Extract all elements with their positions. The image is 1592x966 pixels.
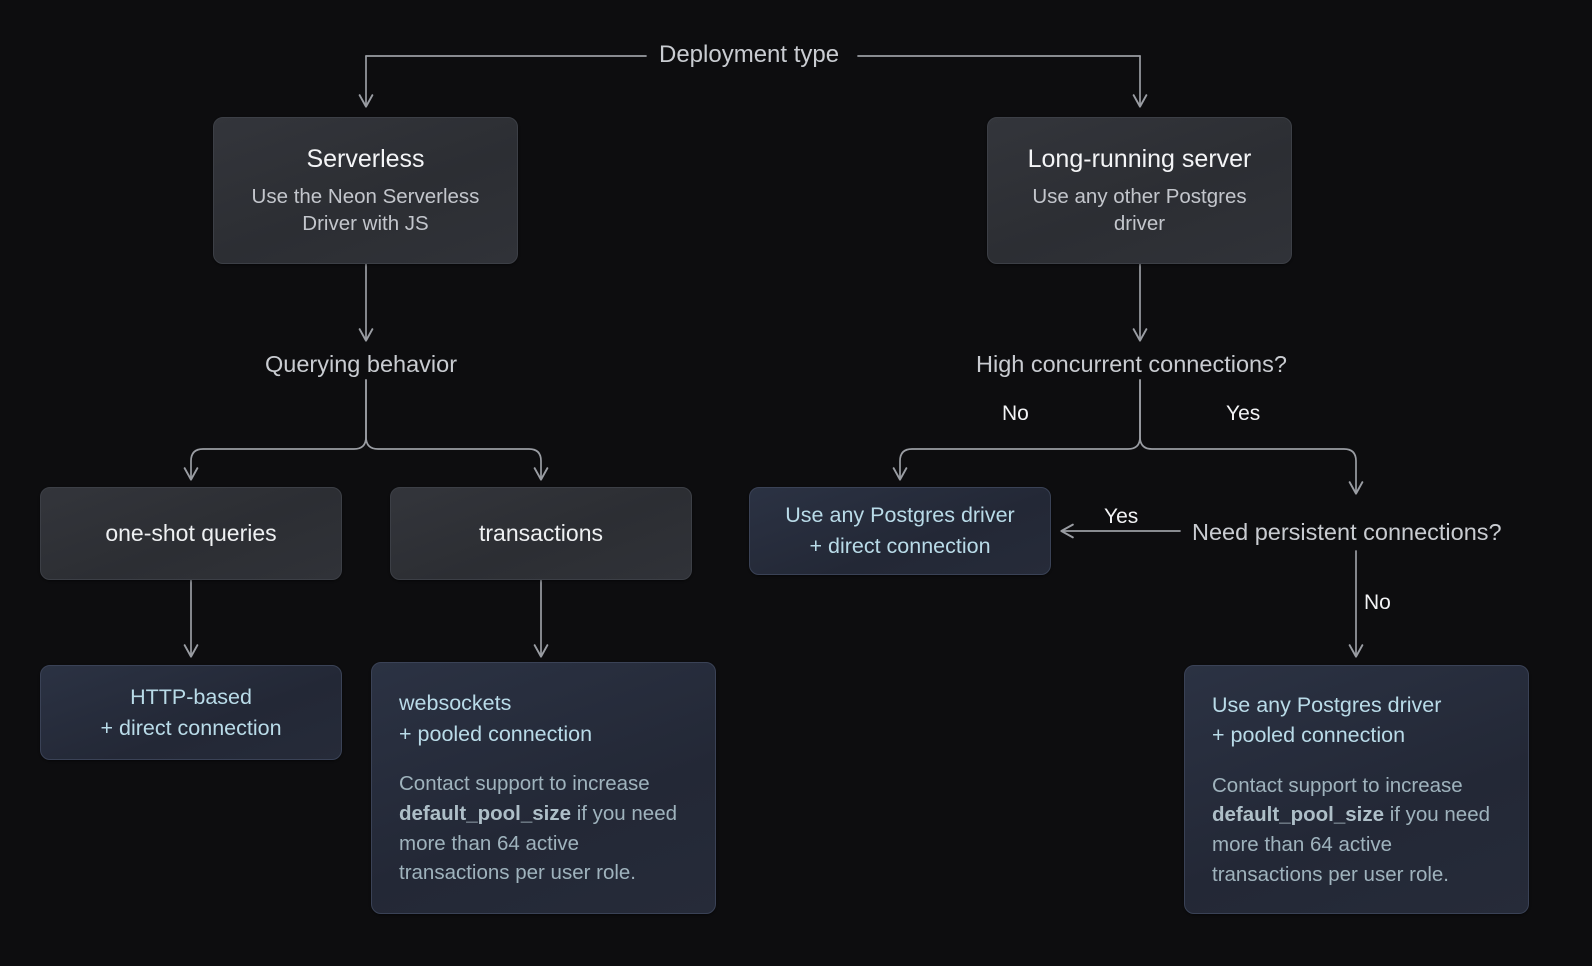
node-driver-pooled-line2: + pooled connection (1212, 723, 1406, 748)
node-websockets-note: Contact support to increase default_pool… (399, 769, 688, 888)
edge-label-concurrent-no: No (1002, 402, 1029, 425)
wire-querying-to-transactions (365, 379, 549, 481)
node-driver-pooled-note-before: Contact support to increase (1212, 773, 1463, 797)
node-websockets-note-before: Contact support to increase (399, 772, 650, 796)
node-http-direct-line1: HTTP-based (130, 684, 252, 709)
diagram-header-label: Deployment type (659, 41, 840, 68)
node-driver-pooled-line1: Use any Postgres driver (1212, 692, 1442, 717)
node-serverless-subtitle: Use the Neon Serverless Driver with JS (251, 184, 480, 235)
node-websockets-note-after: if you need more than 64 active transact… (399, 801, 678, 885)
node-querying-behavior: Querying behavior (265, 351, 458, 377)
node-one-shot-queries[interactable]: one-shot queries (40, 487, 342, 580)
edge-label-concurrent-yes: Yes (1226, 402, 1261, 425)
node-long-running-title: Long-running server (1027, 145, 1252, 174)
node-driver-pooled-connection[interactable]: Use any Postgres driver + pooled connect… (1184, 665, 1529, 914)
node-driver-direct-line2: + direct connection (809, 534, 991, 558)
node-websockets-note-code: default_pool_size (399, 801, 572, 825)
node-websockets-pooled-connection[interactable]: websockets + pooled connection Contact s… (371, 662, 716, 914)
node-driver-pooled-note-after: if you need more than 64 active transact… (1212, 803, 1491, 886)
node-long-running-server[interactable]: Long-running server Use any other Postgr… (987, 117, 1292, 264)
node-http-direct-connection[interactable]: HTTP-based + direct connection (40, 665, 342, 760)
node-driver-direct-connection[interactable]: Use any Postgres driver + direct connect… (749, 487, 1051, 575)
node-driver-direct-line1: Use any Postgres driver (785, 503, 1015, 528)
node-one-shot-queries-label: one-shot queries (105, 519, 277, 546)
node-need-persistent-connections: Need persistent connections? (1192, 519, 1502, 545)
node-driver-pooled-note-code: default_pool_size (1212, 803, 1385, 827)
node-driver-pooled-note: Contact support to increase default_pool… (1212, 771, 1501, 890)
node-http-direct-line2: + direct connection (100, 715, 282, 740)
node-transactions[interactable]: transactions (390, 487, 692, 580)
node-websockets-line1: websockets (399, 691, 512, 716)
node-websockets-line2: + pooled connection (399, 721, 593, 746)
node-serverless-title: Serverless (306, 145, 425, 174)
node-high-concurrent-connections: High concurrent connections? (976, 351, 1287, 377)
node-transactions-label: transactions (478, 519, 603, 546)
wire-querying-to-oneshot (183, 379, 367, 481)
edge-label-persistent-yes: Yes (1104, 505, 1139, 528)
node-serverless[interactable]: Serverless Use the Neon Serverless Drive… (213, 117, 518, 264)
node-long-running-subtitle: Use any other Postgres driver (1032, 184, 1247, 235)
wire-concurrent-yes (1139, 379, 1364, 495)
wire-concurrent-no (892, 379, 1141, 481)
edge-label-persistent-no: No (1364, 591, 1391, 614)
